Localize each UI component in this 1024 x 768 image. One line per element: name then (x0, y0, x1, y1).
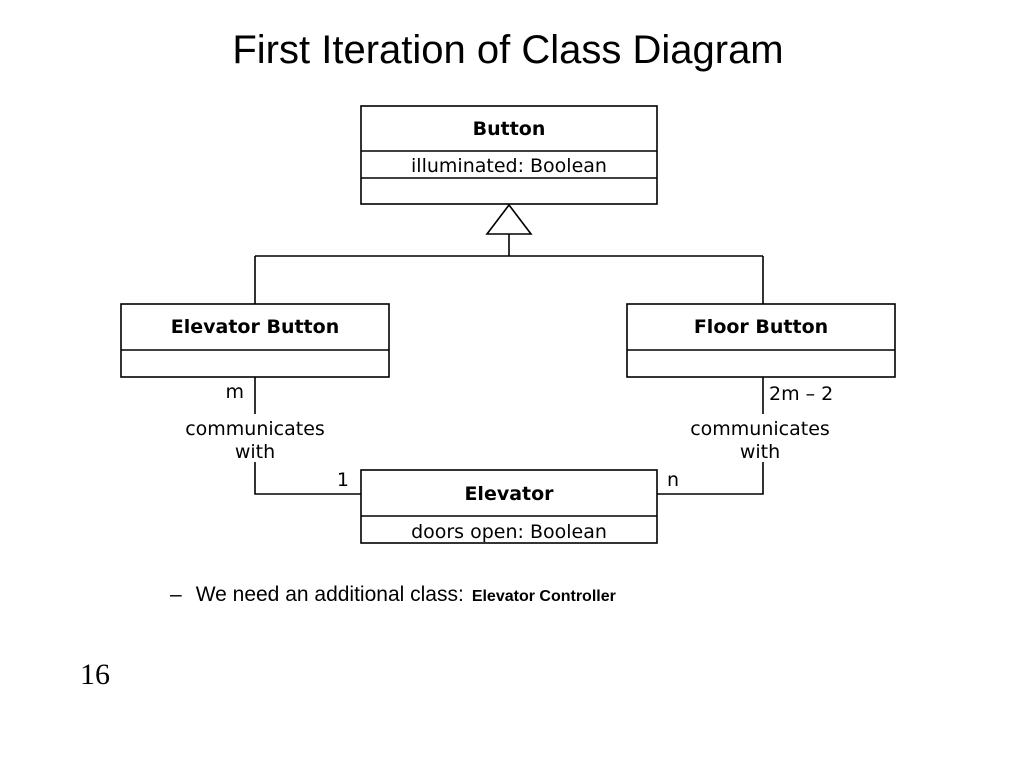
bullet-item: –We need an additional class: Elevator Co… (170, 583, 616, 607)
multiplicity-n: n (667, 469, 679, 491)
association-elevator-button (254, 377, 361, 495)
class-elevator-button (120, 303, 390, 378)
multiplicity-m: m (225, 381, 244, 403)
association-label-left-line1: communicates (185, 418, 325, 440)
association-label-right-line2: with (740, 441, 780, 463)
class-elevator (360, 469, 658, 544)
class-name-elevator-button: Elevator Button (171, 316, 339, 338)
class-name-button: Button (473, 118, 546, 140)
class-name-elevator: Elevator (464, 483, 554, 505)
slide-title: First Iteration of Class Diagram (232, 28, 784, 72)
class-attribute-elevator: doors open: Boolean (411, 521, 607, 543)
class-floor-button (626, 303, 896, 378)
class-attribute-button: illuminated: Boolean (411, 155, 607, 177)
association-label-right-line1: communicates (690, 418, 830, 440)
multiplicity-1: 1 (337, 469, 349, 491)
class-name-floor-button: Floor Button (694, 316, 828, 338)
page-number: 16 (80, 658, 110, 691)
bullet-class-name: Elevator Controller (471, 588, 616, 605)
multiplicity-2m-minus-2: 2m – 2 (769, 383, 833, 405)
class-button (360, 105, 658, 205)
association-label-left-line2: with (235, 441, 275, 463)
bullet-dash: – (170, 583, 182, 606)
bullet-text: We need an additional class: (195, 583, 464, 606)
generalization-arrow (254, 203, 764, 304)
association-floor-button (657, 377, 764, 495)
